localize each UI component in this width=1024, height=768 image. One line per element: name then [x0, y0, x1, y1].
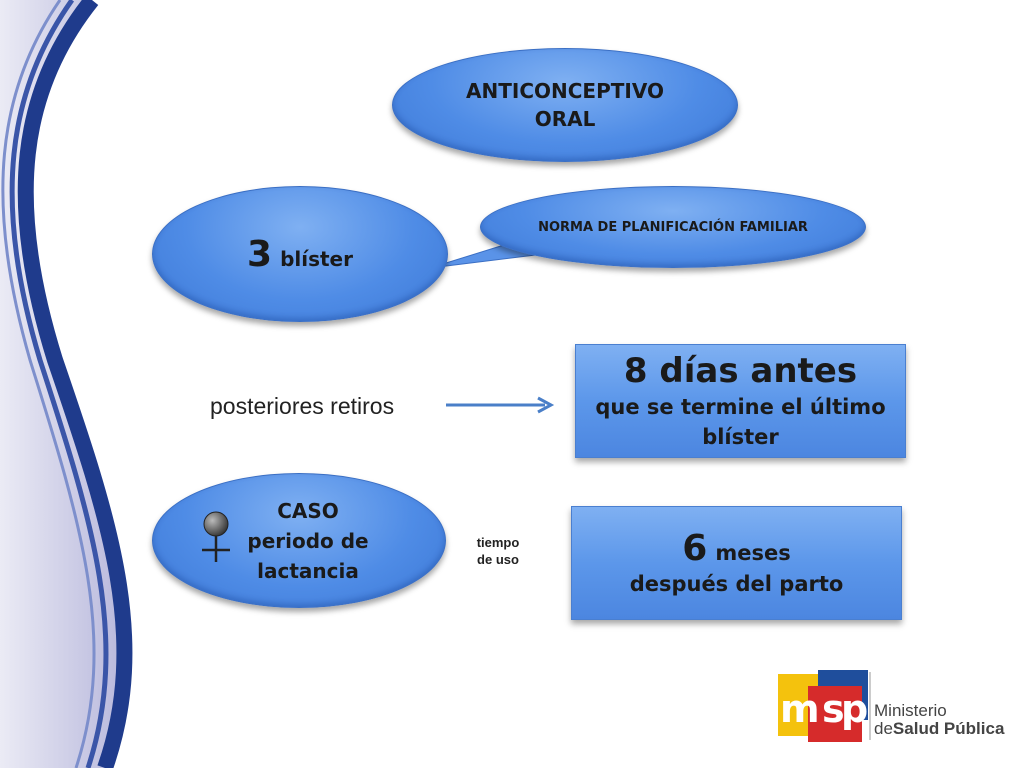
svg-text:p: p: [841, 687, 868, 731]
three-blister-ellipse: 3 blíster: [152, 186, 448, 322]
logo-de: de: [874, 719, 893, 738]
logo-text: Ministerio deSalud Pública: [874, 702, 1004, 738]
tiempo-line2: de uso: [477, 552, 519, 567]
seis-meses-box: 6 meses después del parto: [571, 506, 902, 620]
anticonceptivo-line2: ORAL: [534, 107, 596, 131]
caso-line2: periodo de: [247, 528, 369, 553]
caso-line3: lactancia: [257, 558, 359, 583]
ocho-dias-line2: que se termine el último: [595, 395, 886, 419]
meses-word: meses: [715, 540, 791, 565]
tiempo-line1: tiempo: [476, 535, 520, 550]
msp-logo: m s p: [778, 670, 871, 742]
anticonceptivo-line1: ANTICONCEPTIVO: [466, 79, 664, 103]
meses-number: 6: [682, 527, 708, 569]
logo-salud-publica: deSalud Pública: [874, 720, 1004, 738]
svg-text:m: m: [780, 687, 820, 731]
anticonceptivo-oral-ellipse: ANTICONCEPTIVO ORAL: [392, 48, 738, 162]
posteriores-retiros-label: posteriores retiros: [210, 393, 395, 419]
meses-line2: después del parto: [629, 571, 844, 596]
ocho-dias-title: 8 días antes: [623, 351, 858, 391]
ocho-dias-line3: blíster: [702, 425, 779, 449]
tiempo-de-uso-label: tiempo de uso: [466, 534, 530, 568]
blister-number: 3: [247, 233, 273, 275]
caso-lactancia-ellipse: CASO periodo de lactancia: [152, 473, 446, 608]
ocho-dias-box: 8 días antes que se termine el último bl…: [575, 344, 906, 458]
blister-word: blíster: [280, 246, 353, 271]
logo-ministerio: Ministerio: [874, 701, 947, 720]
caso-line1: CASO: [277, 498, 339, 523]
norma-planificacion-callout: NORMA DE PLANIFICACIÓN FAMILIAR: [480, 186, 866, 268]
norma-text: NORMA DE PLANIFICACIÓN FAMILIAR: [538, 219, 808, 235]
logo-salud: Salud Pública: [892, 719, 1005, 738]
svg-text:s: s: [822, 687, 845, 731]
